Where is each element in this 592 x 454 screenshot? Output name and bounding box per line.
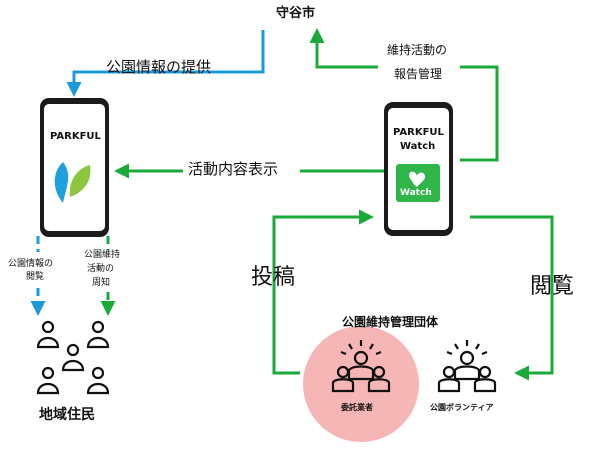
organization-title: 公園維持管理団体	[342, 315, 439, 329]
watch-logo-icon	[396, 164, 440, 202]
maintenance-report-label-line1: 維持活動の	[387, 43, 448, 57]
maintenance-notice-label-line3: 周知	[92, 278, 111, 288]
watch-app-name-line2: Watch	[400, 141, 436, 152]
post-label: 投稿	[251, 265, 296, 290]
parkful-phone	[40, 98, 109, 237]
city-label: 守谷市	[276, 6, 316, 21]
park-info-provision-label: 公園情報の提供	[106, 58, 212, 76]
maintenance-report-label-line2: 報告管理	[394, 67, 443, 81]
contractor-label: 委託業者	[341, 403, 373, 412]
park-info-view-label-line1: 公園情報の	[8, 259, 54, 269]
arrow-watch-to-city	[460, 65, 499, 162]
activity-display-label: 活動内容表示	[188, 160, 279, 178]
people-group-icon	[36, 320, 110, 395]
parkful-app-name: PARKFUL	[50, 131, 101, 142]
maintenance-notice-label-line1: 公園維持	[84, 250, 121, 260]
maintenance-notice-label-line2: 活動の	[87, 264, 115, 274]
watch-badge-label: Watch	[400, 188, 432, 198]
parkful-logo-icon	[54, 162, 91, 203]
contractor-group-icon	[331, 340, 391, 393]
park-info-view-label-line2: 閲覧	[26, 272, 45, 282]
volunteer-label: 公園ボランティア	[430, 403, 494, 412]
browse-label: 閲覧	[530, 274, 575, 299]
arrow-post-to-watch	[272, 209, 374, 375]
arrow-report-to-city	[309, 28, 378, 69]
volunteer-group-icon	[437, 340, 497, 393]
contractor-highlight-circle	[303, 326, 419, 442]
arrow-city-to-parkful	[66, 30, 265, 97]
watch-app-name-line1: PARKFUL	[393, 127, 444, 138]
arrow-browse-to-volunteer	[470, 215, 554, 381]
residents-label: 地域住民	[39, 407, 95, 423]
